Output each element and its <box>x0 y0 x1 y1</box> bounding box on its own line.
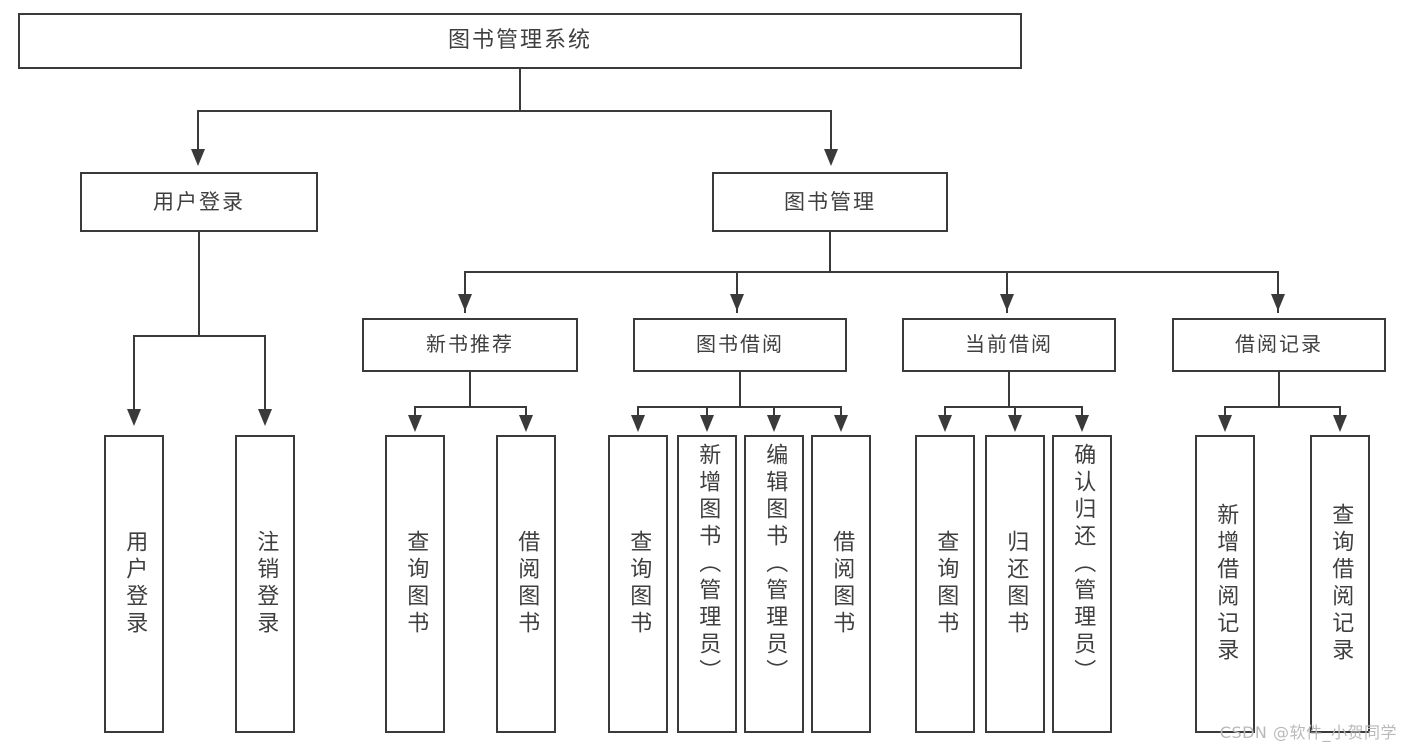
node-label: 借阅记录 <box>1235 332 1323 357</box>
connector-borrow-record-stem <box>1278 372 1280 408</box>
arrow-current-borrow-1 <box>938 415 952 432</box>
node-label: 图书管理系统 <box>447 28 592 54</box>
connector-level3-bar <box>464 271 1279 273</box>
leaf-label: 新增借阅记录 <box>1213 503 1239 665</box>
arrow-book-borrow-3 <box>767 415 781 432</box>
node-user-login[interactable]: 用户登录 <box>80 172 318 232</box>
node-label: 当前借阅 <box>965 332 1053 357</box>
connector-current-borrow-drop-1 <box>944 406 946 418</box>
connector-borrow-record-drop-2 <box>1339 406 1341 418</box>
arrow-level3-3 <box>1000 294 1014 311</box>
connector-new-book-bar <box>414 406 527 408</box>
leaf-label: 注销登录 <box>253 530 279 638</box>
leaf-label: 用户登录 <box>122 530 148 638</box>
leaf-user-login[interactable]: 用户登录 <box>104 435 164 733</box>
node-book-management[interactable]: 图书管理 <box>712 172 948 232</box>
node-label: 图书借阅 <box>696 332 784 357</box>
leaf-query-book-borrow[interactable]: 查询图书 <box>608 435 668 733</box>
csdn-watermark: CSDN @软件_小贺同学 <box>1219 723 1397 742</box>
arrow-book-borrow-4 <box>834 415 848 432</box>
arrow-book-borrow-2 <box>700 415 714 432</box>
connector-book-borrow-drop-4 <box>840 406 842 418</box>
node-current-borrow[interactable]: 当前借阅 <box>902 318 1116 372</box>
connector-current-borrow-drop-3 <box>1081 406 1083 418</box>
arrow-current-borrow-3 <box>1075 415 1089 432</box>
arrow-borrow-record-1 <box>1218 415 1232 432</box>
leaf-query-borrow-record[interactable]: 查询借阅记录 <box>1310 435 1370 733</box>
leaf-borrow-book-borrow[interactable]: 借阅图书 <box>811 435 871 733</box>
connector-level2-drop-1 <box>197 110 199 151</box>
arrow-current-borrow-2 <box>1008 415 1022 432</box>
connector-new-book-drop-2 <box>525 406 527 418</box>
connector-book-borrow-drop-3 <box>773 406 775 418</box>
leaf-logout[interactable]: 注销登录 <box>235 435 295 733</box>
connector-borrow-record-drop-1 <box>1224 406 1226 418</box>
connector-user-login-drop-1 <box>133 335 135 411</box>
arrow-level2-2 <box>824 149 838 166</box>
leaf-borrow-book-newbook[interactable]: 借阅图书 <box>496 435 556 733</box>
leaf-label: 查询图书 <box>403 530 429 638</box>
arrow-user-login-1 <box>127 409 141 426</box>
leaf-add-borrow-record[interactable]: 新增借阅记录 <box>1195 435 1255 733</box>
leaf-label: 查询图书 <box>933 530 959 638</box>
connector-user-login-bar <box>133 335 266 337</box>
arrow-book-borrow-1 <box>631 415 645 432</box>
arrow-borrow-record-2 <box>1333 415 1347 432</box>
leaf-confirm-return-admin[interactable]: 确认归还（管理员） <box>1052 435 1112 733</box>
arrow-level2-1 <box>191 149 205 166</box>
node-borrow-record[interactable]: 借阅记录 <box>1172 318 1386 372</box>
connector-book-management-stem <box>829 232 831 272</box>
connector-level3-drop-3 <box>1006 271 1008 313</box>
node-label: 图书管理 <box>784 189 876 214</box>
node-label: 新书推荐 <box>426 332 514 357</box>
connector-borrow-record-bar <box>1224 406 1341 408</box>
connector-level3-drop-1 <box>464 271 466 313</box>
leaf-query-book-newbook[interactable]: 查询图书 <box>385 435 445 733</box>
node-new-book-recommend[interactable]: 新书推荐 <box>362 318 578 372</box>
connector-current-borrow-stem <box>1008 372 1010 408</box>
node-root-book-management-system[interactable]: 图书管理系统 <box>18 13 1022 69</box>
connector-level2-drop-2 <box>830 110 832 151</box>
leaf-label: 查询图书 <box>626 530 652 638</box>
connector-new-book-drop-1 <box>414 406 416 418</box>
connector-level2-bar <box>197 110 832 112</box>
leaf-label: 编辑图书（管理员） <box>762 443 788 686</box>
leaf-label: 查询借阅记录 <box>1328 503 1354 665</box>
leaf-label: 借阅图书 <box>829 530 855 638</box>
connector-level3-drop-4 <box>1277 271 1279 313</box>
connector-book-borrow-drop-1 <box>637 406 639 418</box>
leaf-label: 新增图书（管理员） <box>695 443 721 686</box>
connector-book-borrow-stem <box>739 372 741 408</box>
connector-root-stem <box>519 69 521 111</box>
leaf-label: 归还图书 <box>1003 530 1029 638</box>
connector-user-login-drop-2 <box>264 335 266 411</box>
connector-current-borrow-drop-2 <box>1014 406 1016 418</box>
leaf-return-book[interactable]: 归还图书 <box>985 435 1045 733</box>
node-book-borrow[interactable]: 图书借阅 <box>633 318 847 372</box>
leaf-query-book-current[interactable]: 查询图书 <box>915 435 975 733</box>
connector-book-borrow-bar <box>637 406 842 408</box>
arrow-user-login-2 <box>258 409 272 426</box>
connector-new-book-stem <box>469 372 471 408</box>
connector-level3-drop-2 <box>736 271 738 313</box>
leaf-label: 确认归还（管理员） <box>1070 443 1096 686</box>
arrow-level3-4 <box>1271 294 1285 311</box>
leaf-label: 借阅图书 <box>514 530 540 638</box>
connector-current-borrow-bar <box>944 406 1082 408</box>
connector-book-borrow-drop-2 <box>706 406 708 418</box>
connector-user-login-stem <box>198 232 200 336</box>
arrow-new-book-1 <box>408 415 422 432</box>
arrow-level3-2 <box>730 294 744 311</box>
node-label: 用户登录 <box>153 189 245 214</box>
arrow-new-book-2 <box>519 415 533 432</box>
arrow-level3-1 <box>458 294 472 311</box>
leaf-add-book-admin[interactable]: 新增图书（管理员） <box>677 435 737 733</box>
leaf-edit-book-admin[interactable]: 编辑图书（管理员） <box>744 435 804 733</box>
